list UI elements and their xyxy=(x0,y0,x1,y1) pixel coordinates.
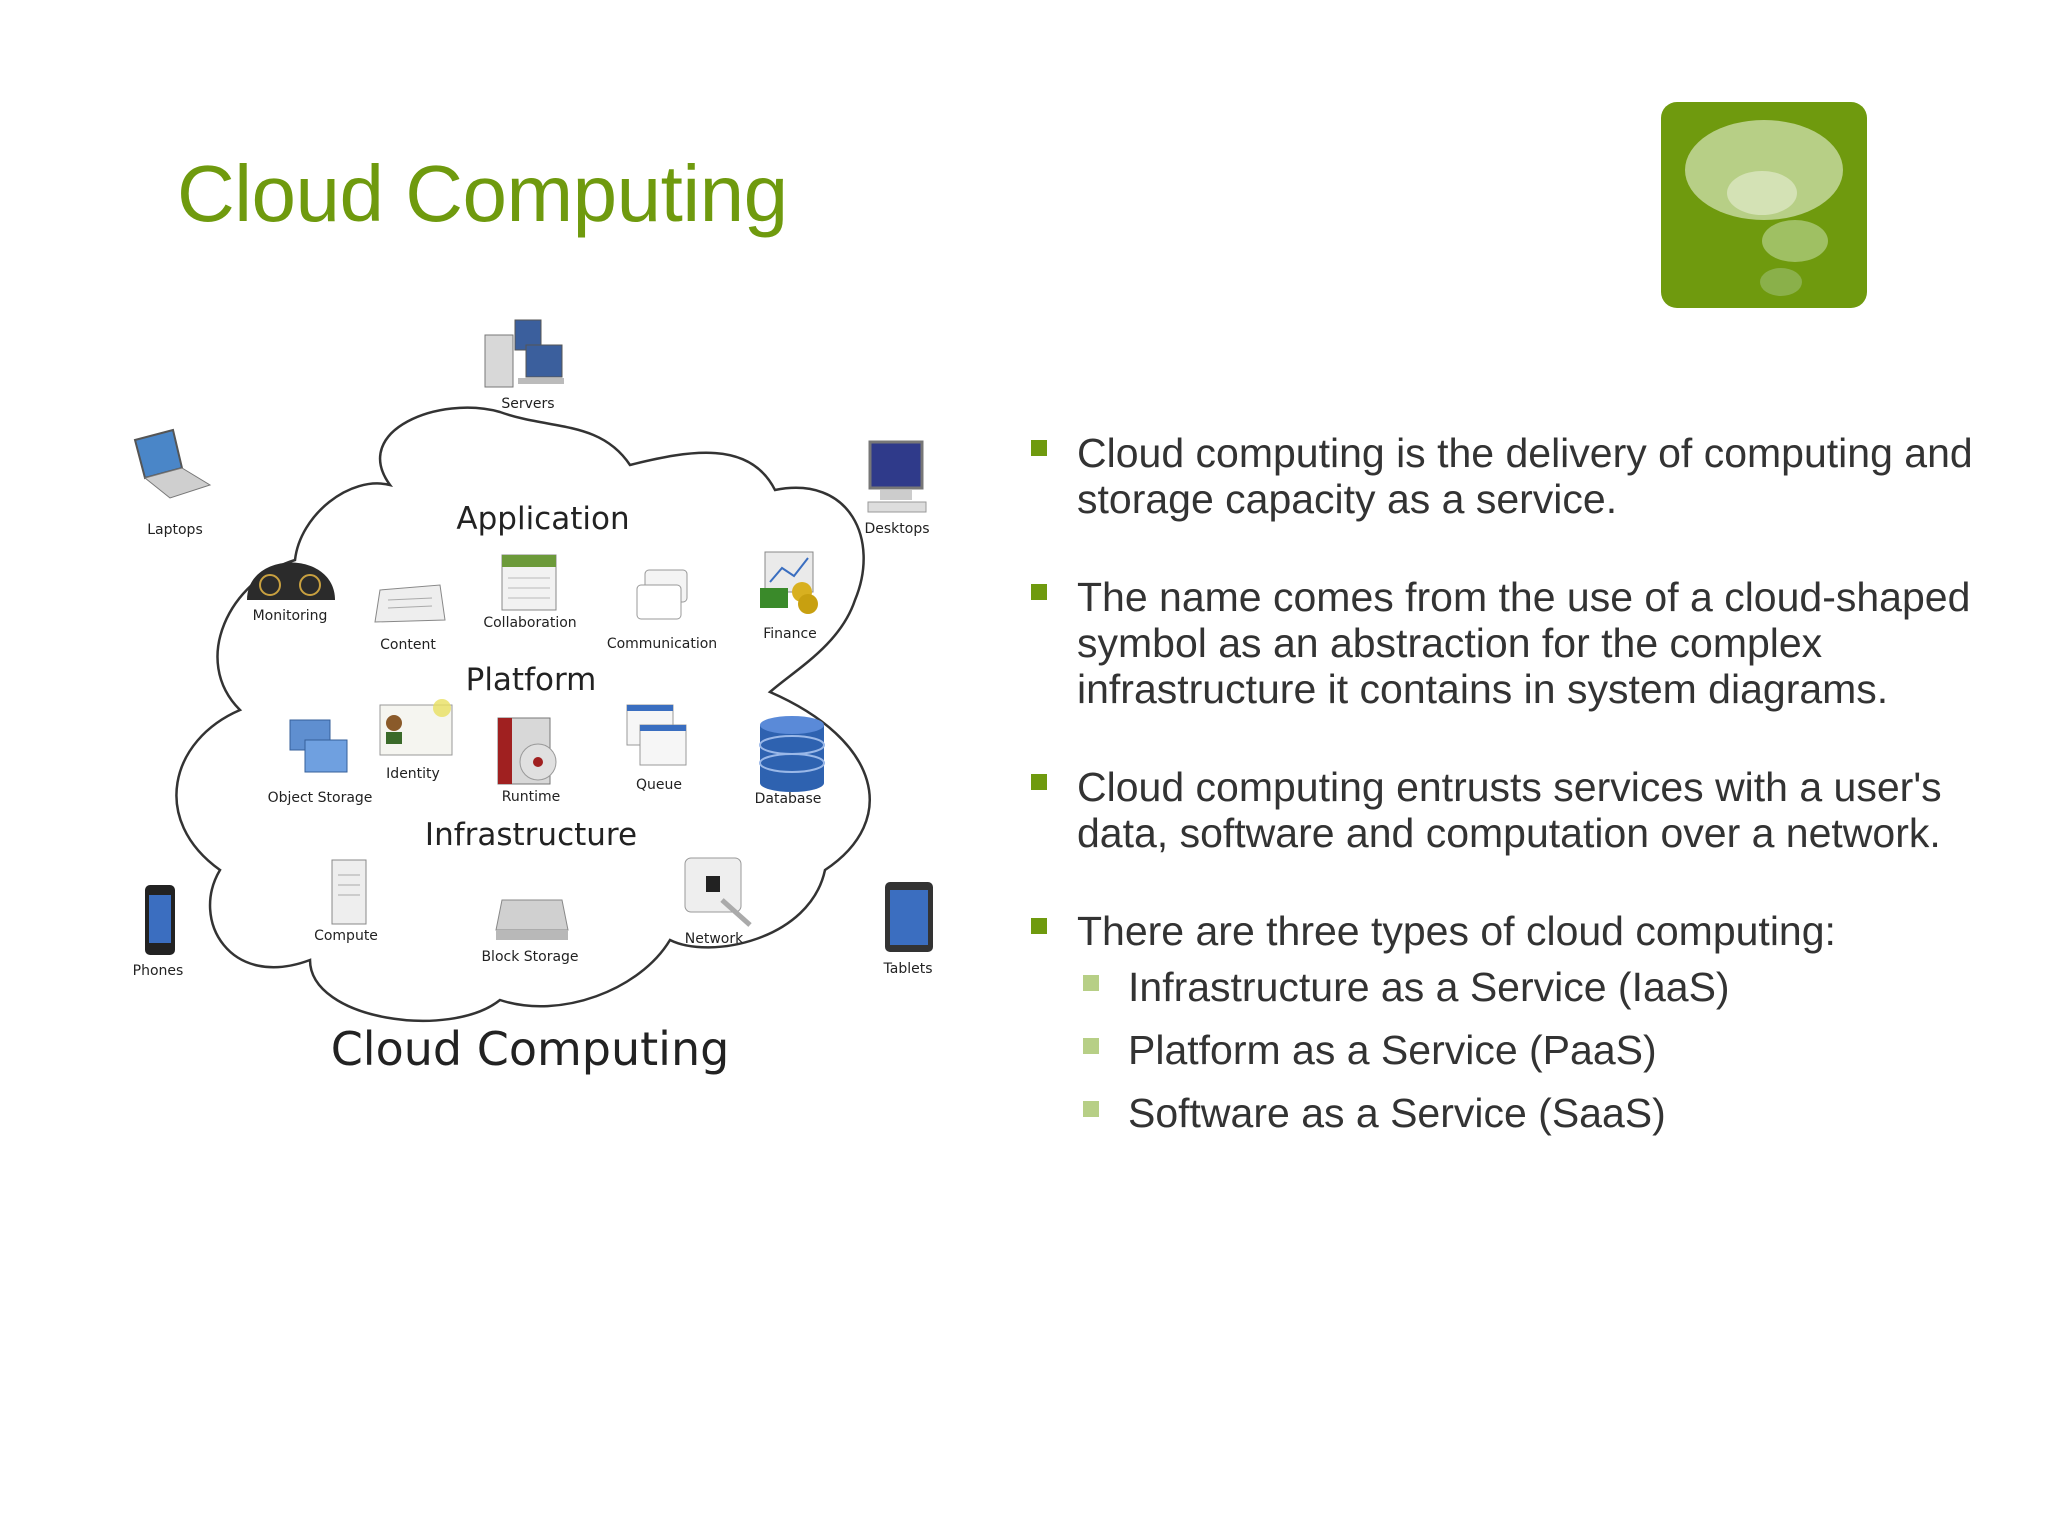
platform-layer-label: Platform xyxy=(466,662,597,698)
object-storage-label: Object Storage xyxy=(268,790,373,806)
cloud-computing-diagram: Servers Laptops Desktops Phones Tablets … xyxy=(133,319,933,1076)
runtime-icon xyxy=(497,717,557,785)
slide-title: Cloud Computing xyxy=(177,149,788,238)
desktop-icon xyxy=(867,440,927,513)
finance-icon xyxy=(760,551,818,614)
database-label: Database xyxy=(755,791,822,807)
compute-icon xyxy=(331,859,367,925)
communication-icon xyxy=(636,569,688,620)
bullet-item: Cloud computing is the delivery of compu… xyxy=(1026,430,2036,522)
compute-label: Compute xyxy=(314,928,378,944)
monitoring-icon xyxy=(247,562,335,600)
communication-label: Communication xyxy=(607,636,717,652)
identity-icon xyxy=(379,699,453,756)
network-label: Network xyxy=(685,931,744,947)
bullet-item: The name comes from the use of a cloud-s… xyxy=(1026,574,2036,712)
queue-label: Queue xyxy=(636,777,682,793)
thought-bubble-logo-icon xyxy=(1661,102,1867,308)
servers-label: Servers xyxy=(501,396,554,412)
laptops-label: Laptops xyxy=(147,522,203,538)
finance-label: Finance xyxy=(763,626,817,642)
bullet-item: Cloud computing entrusts services with a… xyxy=(1026,764,2036,856)
phones-label: Phones xyxy=(133,963,184,979)
collaboration-label: Collaboration xyxy=(483,615,576,631)
tablets-label: Tablets xyxy=(883,961,933,977)
diagram-caption: Cloud Computing xyxy=(331,1022,730,1076)
tablet-icon xyxy=(885,882,933,952)
runtime-label: Runtime xyxy=(502,789,560,805)
identity-label: Identity xyxy=(386,766,440,782)
sub-bullet-item: Platform as a Service (PaaS) xyxy=(1026,1027,2036,1073)
network-icon xyxy=(684,857,752,927)
servers-icon xyxy=(484,319,564,388)
laptop-icon xyxy=(133,428,212,499)
database-icon xyxy=(759,716,825,792)
block-storage-label: Block Storage xyxy=(481,949,578,965)
application-layer-label: Application xyxy=(456,501,629,537)
queue-icon xyxy=(626,704,687,766)
bullet-item: There are three types of cloud computing… xyxy=(1026,908,2036,954)
block-storage-icon xyxy=(495,899,569,940)
sub-bullet-item: Infrastructure as a Service (IaaS) xyxy=(1026,964,2036,1010)
monitoring-label: Monitoring xyxy=(253,608,328,624)
object-storage-icon xyxy=(289,719,348,773)
content-label: Content xyxy=(380,637,436,653)
collaboration-icon xyxy=(501,554,557,611)
sub-bullet-item: Software as a Service (SaaS) xyxy=(1026,1090,2036,1136)
bullet-list: Cloud computing is the delivery of compu… xyxy=(1026,430,2036,1153)
desktops-label: Desktops xyxy=(864,521,929,537)
phone-icon xyxy=(145,885,175,955)
infrastructure-layer-label: Infrastructure xyxy=(425,817,637,853)
content-icon xyxy=(374,584,446,623)
